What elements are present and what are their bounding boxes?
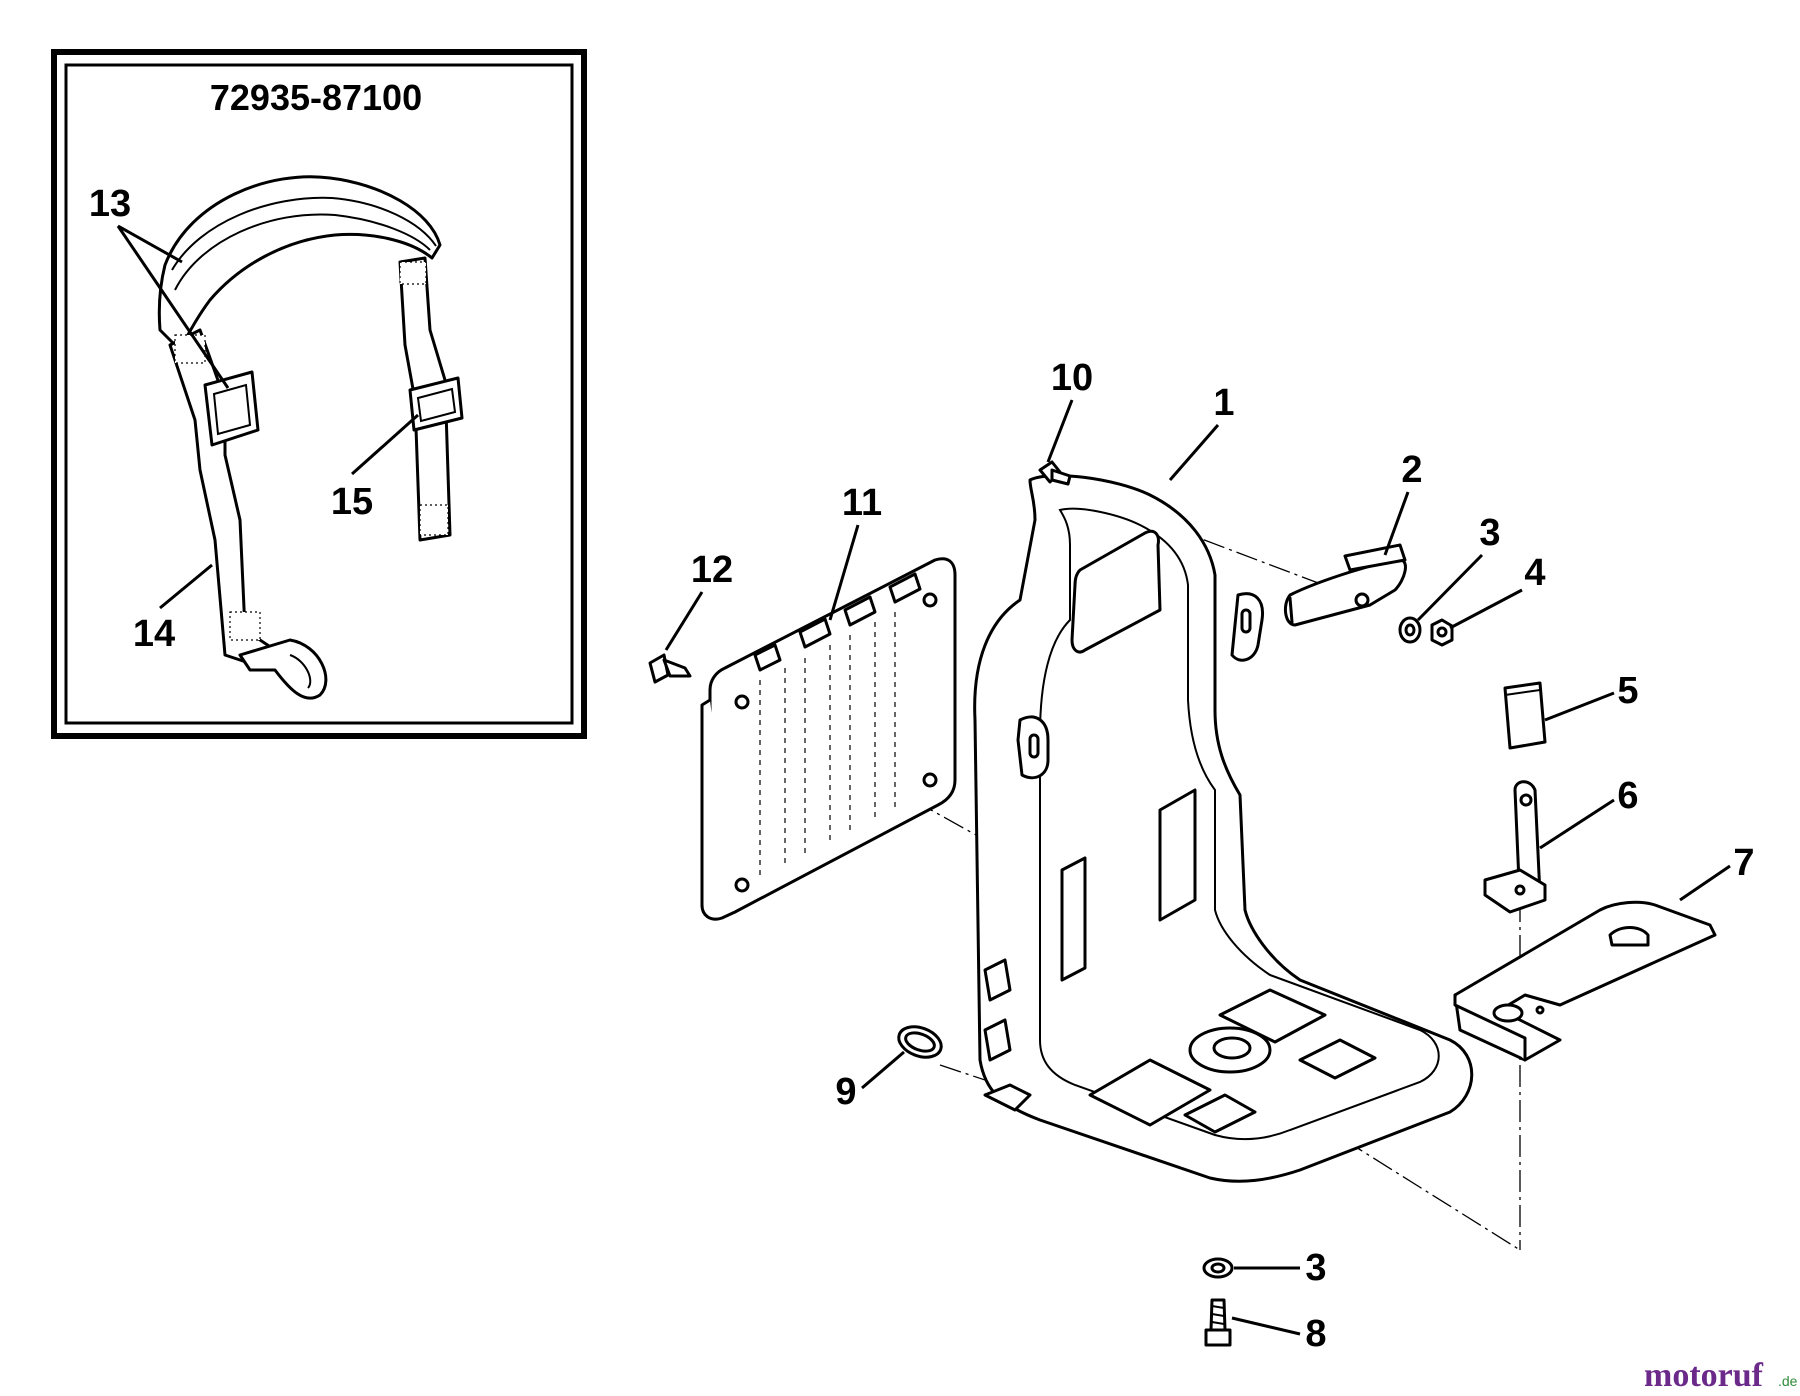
callout-11: 11	[842, 482, 882, 524]
watermark-logo: motoruf .de	[1644, 1357, 1798, 1394]
callout-12: 12	[691, 549, 733, 591]
callout-10: 10	[1051, 357, 1093, 399]
callout-8: 8	[1305, 1313, 1326, 1355]
callout-2: 2	[1401, 449, 1422, 491]
nut-part-4	[1430, 618, 1454, 647]
shoulder-harness-illustration	[157, 175, 464, 700]
inset-part-number: 72935-87100	[210, 77, 422, 118]
backpack-frame-part-1	[973, 474, 1474, 1183]
screw-part-10	[1038, 460, 1072, 486]
callout-13: 13	[89, 183, 131, 225]
inset-harness-panel: 72935-87100 13	[51, 49, 587, 739]
callout-6: 6	[1617, 775, 1638, 817]
bolt-part-8	[1204, 1298, 1232, 1347]
grommet-part-9	[897, 1025, 943, 1059]
callout-3-lower: 3	[1305, 1247, 1326, 1289]
washer-part-3-lower	[1202, 1257, 1234, 1279]
push-rivet-part-12	[648, 653, 692, 684]
watermark-brand: motoruf	[1644, 1357, 1764, 1394]
callout-5: 5	[1617, 670, 1638, 712]
plate-part-7	[1453, 900, 1717, 1062]
callout-3-upper: 3	[1479, 512, 1500, 554]
support-part-6	[1483, 780, 1547, 914]
callout-4: 4	[1524, 552, 1545, 594]
callout-9: 9	[835, 1071, 856, 1113]
strap-bracket-part-2	[1283, 543, 1407, 627]
callout-1: 1	[1213, 382, 1234, 424]
callout-7: 7	[1733, 842, 1754, 884]
cap-part-5	[1503, 681, 1547, 750]
back-pad-part-11	[700, 557, 957, 921]
watermark-suffix: .de	[1778, 1373, 1798, 1389]
callout-15: 15	[331, 481, 373, 523]
callout-14: 14	[133, 613, 175, 655]
washer-part-3-upper	[1398, 616, 1422, 644]
main-callouts: 10 1 2 3 4 5 6 7 11 12 9 3 8	[664, 357, 1755, 1355]
